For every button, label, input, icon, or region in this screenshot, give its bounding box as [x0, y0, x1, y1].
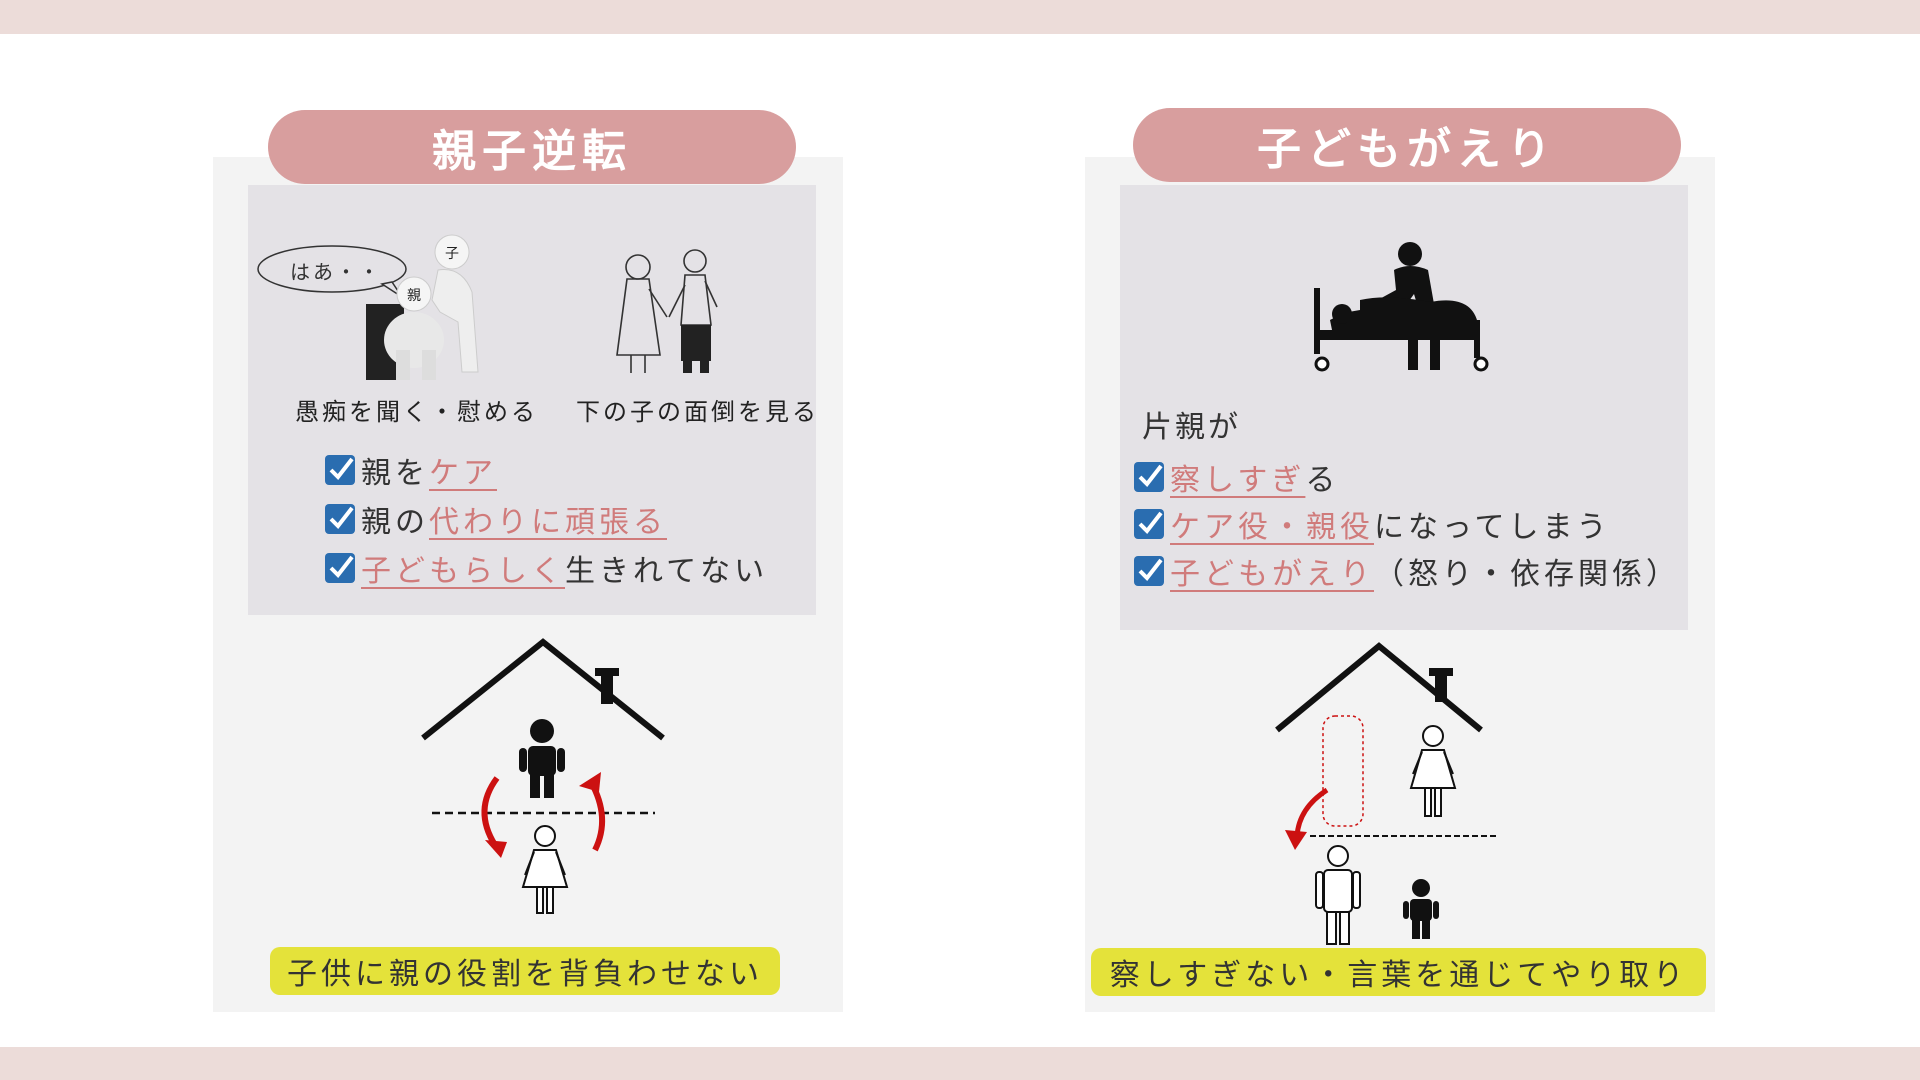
- child-icon: [519, 719, 565, 798]
- mother-icon: [521, 825, 569, 914]
- right-check-3: 子どもがえり（怒り・依存関係）: [1134, 549, 1680, 593]
- right-check-2: ケア役・親役になってしまう: [1134, 502, 1611, 546]
- father-icon: [1315, 845, 1361, 945]
- caption-care-sibling: 下の子の面倒を見る: [576, 398, 819, 426]
- right-lead-text: 片親が: [1142, 410, 1241, 445]
- left-check-3: 子どもらしく生きれてない: [325, 546, 768, 590]
- checkbox-icon: [325, 504, 355, 534]
- checkbox-icon: [1134, 462, 1164, 492]
- caption-listen-comfort: 愚痴を聞く・慰める: [295, 398, 538, 426]
- bottom-band: [0, 1047, 1920, 1080]
- left-title: 親子逆転: [268, 110, 796, 184]
- house-icon: [1275, 642, 1483, 733]
- right-banner: 察しすぎない・言葉を通じてやり取り: [1091, 948, 1706, 996]
- right-title: 子どもがえり: [1133, 108, 1681, 182]
- hospital-bed-icon: [1314, 242, 1489, 372]
- left-banner: 子供に親の役割を背負わせない: [270, 947, 780, 995]
- holding-hands-illustration: [616, 249, 718, 373]
- checkbox-icon: [1134, 556, 1164, 586]
- figurine-illustration: はあ・・ 親 子: [257, 234, 479, 380]
- child-tag: 子: [445, 246, 459, 262]
- house-icon: [421, 638, 665, 741]
- parent-tag: 親: [407, 288, 421, 304]
- curved-arrow-icon: [588, 780, 606, 852]
- speech-text: はあ・・: [290, 260, 382, 284]
- left-check-2: 親の代わりに頑張る: [325, 497, 667, 541]
- checkbox-icon: [325, 455, 355, 485]
- mother-icon: [1409, 725, 1457, 817]
- house-diagram-left: [421, 638, 665, 914]
- right-check-1: 察しすぎる: [1134, 455, 1339, 499]
- house-diagram-right: [1275, 642, 1499, 945]
- curved-arrow-icon: [481, 776, 500, 847]
- left-check-1: 親をケア: [325, 448, 497, 492]
- top-band: [0, 0, 1920, 34]
- child-icon: [1403, 879, 1439, 939]
- checkbox-icon: [1134, 509, 1164, 539]
- checkbox-icon: [325, 553, 355, 583]
